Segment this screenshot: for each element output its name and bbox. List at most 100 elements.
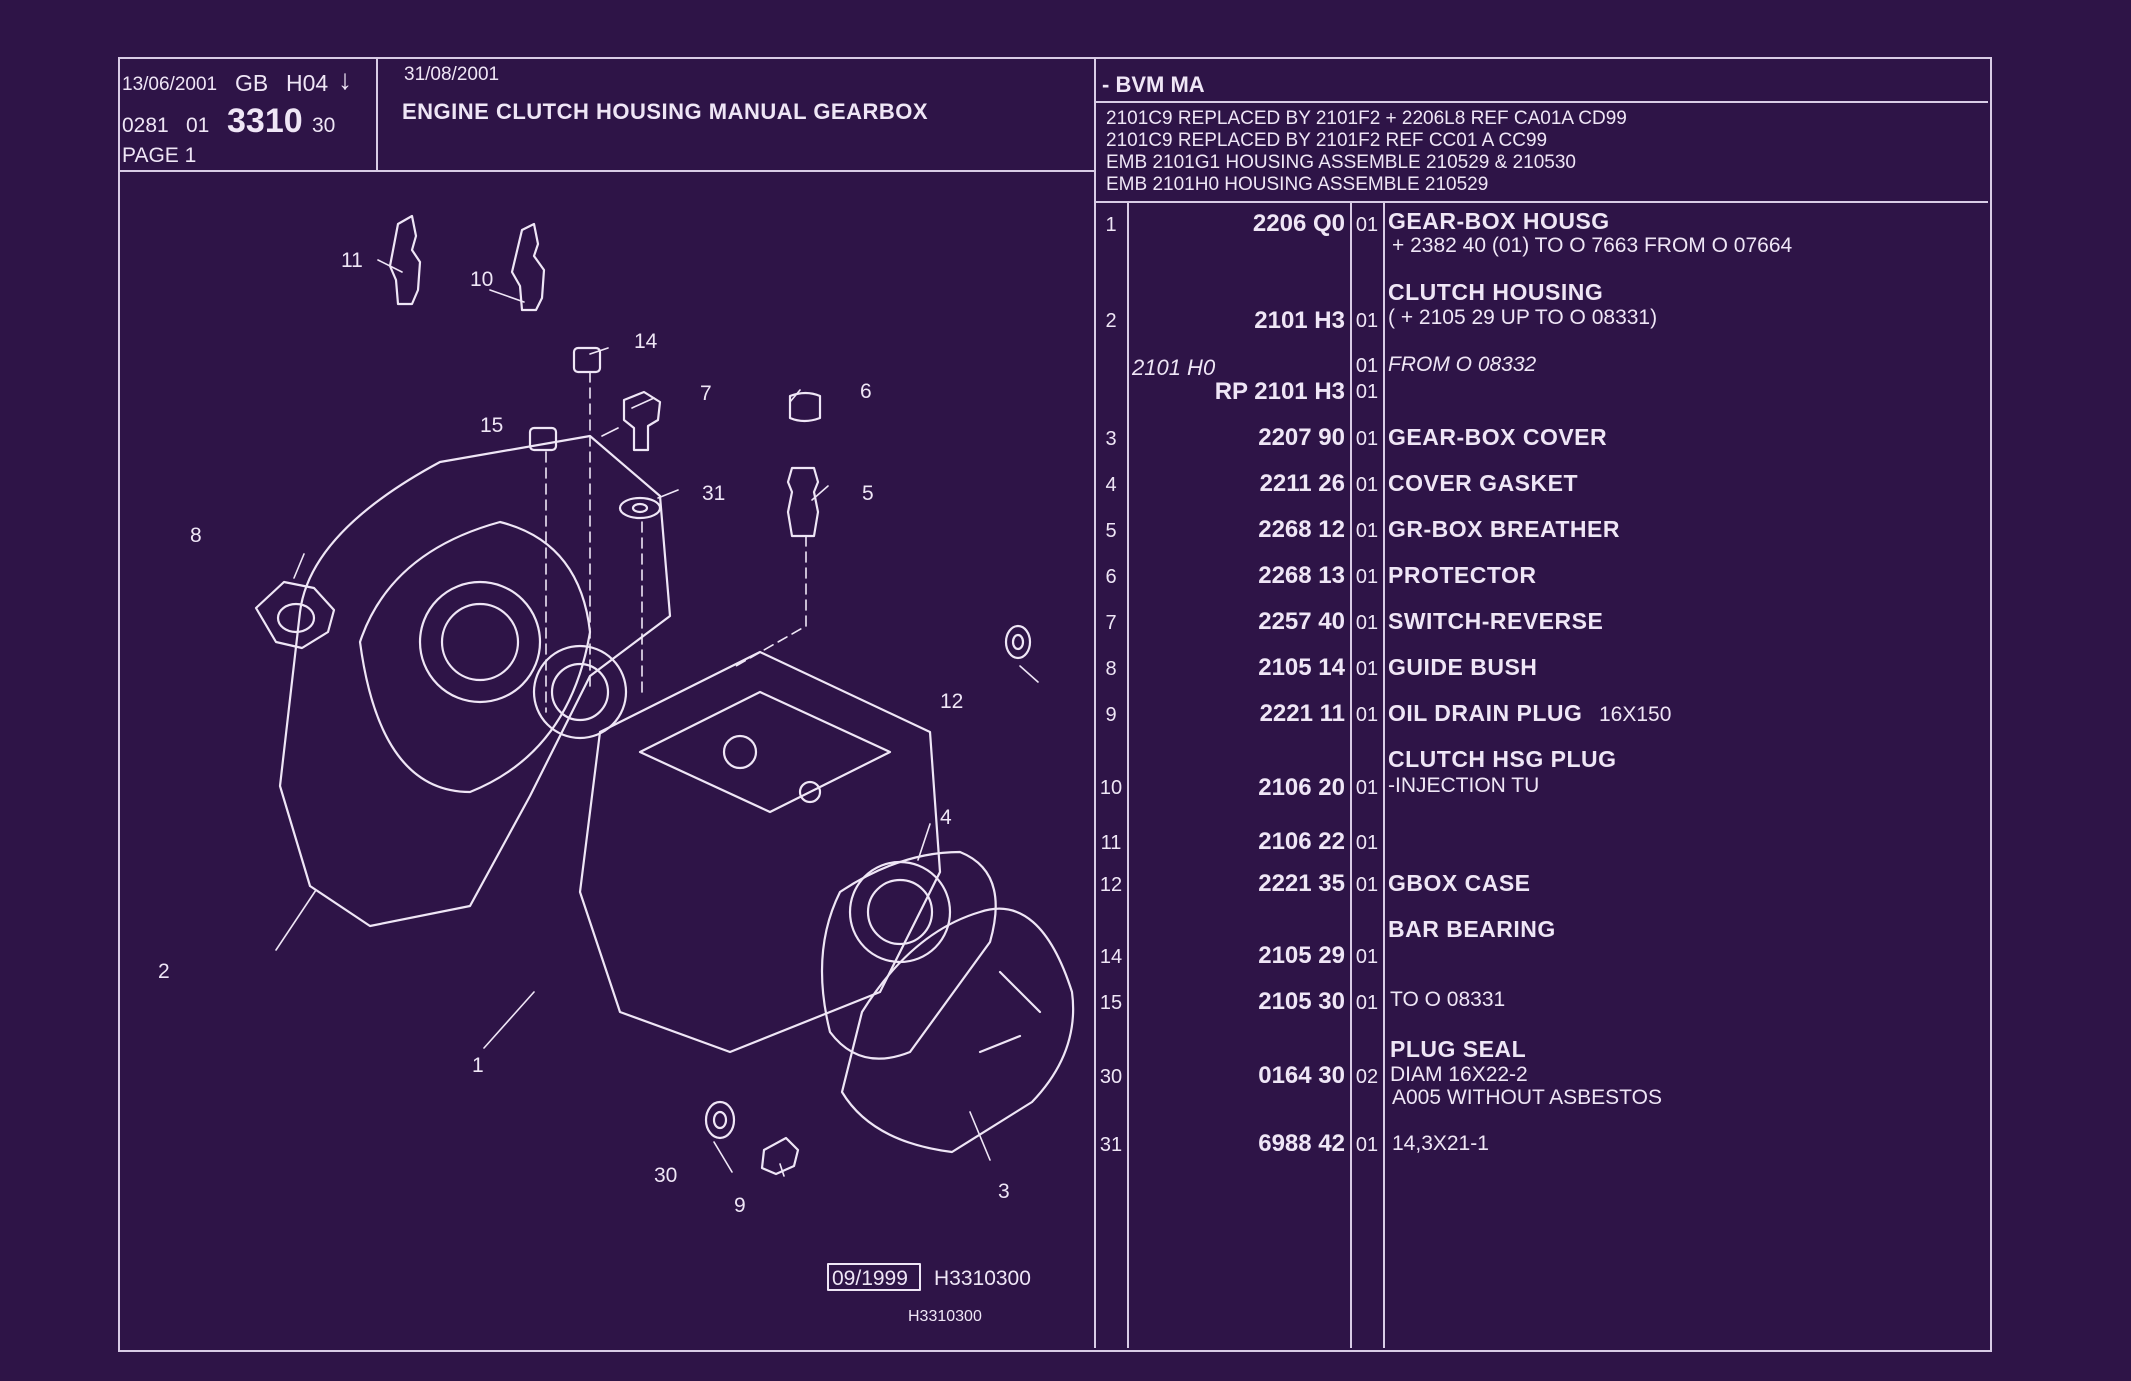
part-number: 11 (1100, 832, 1122, 854)
part-reference: 2206 Q0 (1252, 210, 1345, 237)
part-detail: -INJECTION TU (1388, 774, 1540, 797)
part-reference: 2105 14 (1258, 654, 1345, 681)
bar-bearing-14 (572, 346, 602, 374)
part-number: 14 (1099, 946, 1123, 968)
part-reference: 2106 22 (1258, 828, 1345, 855)
part-detail: 14,3X21-1 (1392, 1132, 1489, 1155)
part-number: 12 (1099, 874, 1123, 896)
part-title: PROTECTOR (1388, 562, 1537, 588)
table-col-qty-divider (1383, 201, 1385, 1348)
table-col-ref-divider (1350, 201, 1352, 1348)
callout-6: 6 (860, 380, 872, 403)
part-quantity: 01 (1355, 381, 1379, 403)
part-title: CLUTCH HOUSING (1388, 279, 1604, 305)
callout-14: 14 (634, 330, 658, 353)
part-quantity: 02 (1355, 1066, 1379, 1088)
part-title: COVER GASKET (1388, 470, 1579, 496)
part-title: GEAR-BOX HOUSG (1388, 208, 1610, 234)
part-quantity: 01 (1355, 520, 1379, 542)
part-number: 6 (1105, 566, 1117, 588)
clutch-hsg-plug-10 (510, 222, 546, 312)
note-line: 2101C9 REPLACED BY 2101F2 REF CC01 A CC9… (1106, 130, 1548, 151)
down-arrow-icon: ↓ (338, 64, 352, 95)
part-reference: 2221 35 (1258, 870, 1345, 897)
callout-9: 9 (734, 1194, 746, 1217)
note-line: EMB 2101G1 HOUSING ASSEMBLE 210529 & 210… (1106, 152, 1576, 173)
header-column-divider (376, 57, 378, 172)
callout-4: 4 (940, 806, 952, 829)
part-title: CLUTCH HSG PLUG (1388, 746, 1617, 772)
part-number: 4 (1105, 474, 1117, 496)
sheet-column-divider (1094, 57, 1096, 1348)
part-reference: 2105 29 (1258, 942, 1345, 969)
part-quantity: 01 (1355, 474, 1379, 496)
part-quantity: 01 (1355, 566, 1379, 588)
callout-15: 15 (480, 414, 504, 437)
part-reference: 2268 13 (1258, 562, 1345, 589)
part-title: OIL DRAIN PLUG (1388, 700, 1583, 726)
part-detail: DIAM 16X22-2 (1390, 1063, 1528, 1086)
header-date1: 13/06/2001 (122, 74, 218, 95)
clutch-hsg-plug-11 (388, 214, 422, 306)
part-number: 3 (1105, 428, 1117, 450)
stamp-reference: H3310300 (934, 1267, 1031, 1290)
part-number: 31 (1099, 1134, 1123, 1156)
callout-1: 1 (472, 1054, 484, 1077)
part-number: 7 (1105, 612, 1117, 634)
gbox-case-bearing-12 (1004, 624, 1032, 660)
gearbox-housing-1 (578, 650, 942, 1054)
plug-seal-30 (704, 1100, 736, 1140)
callout-2: 2 (158, 960, 170, 983)
part-quantity: 01 (1355, 310, 1379, 332)
part-reference: 2268 12 (1258, 516, 1345, 543)
header-code-prefix: 0281 (122, 114, 169, 137)
part-number: 8 (1105, 658, 1117, 680)
header-divider (118, 170, 1095, 172)
note-line: EMB 2101H0 HOUSING ASSEMBLE 210529 (1106, 174, 1489, 195)
part-title: GR-BOX BREATHER (1388, 516, 1620, 542)
exploded-gearbox-diagram (254, 214, 1075, 1291)
part-reference: 0164 30 (1258, 1062, 1345, 1089)
part-quantity: 01 (1355, 658, 1379, 680)
callout-3: 3 (998, 1180, 1010, 1203)
header-code-main: 3310 (227, 102, 303, 140)
part-number: 2 (1105, 310, 1117, 332)
stamp-reference-small: H3310300 (908, 1308, 982, 1325)
callout-5: 5 (862, 482, 874, 505)
part-quantity: 01 (1355, 874, 1379, 896)
notes-divider (1094, 101, 1988, 103)
callout-8: 8 (190, 524, 202, 547)
part-detail: ( + 2105 29 UP TO O 08331) (1388, 306, 1658, 329)
callout-31: 31 (702, 482, 726, 505)
model-label: - BVM MA (1102, 72, 1205, 97)
part-quantity: 01 (1355, 612, 1379, 634)
part-reference: 6988 42 (1258, 1130, 1345, 1157)
part-title: SWITCH-REVERSE (1388, 608, 1604, 634)
part-number: 1 (1105, 214, 1117, 236)
header-page-label: PAGE 1 (122, 144, 197, 167)
breather-5 (786, 466, 820, 538)
part-number: 15 (1099, 992, 1123, 1014)
part-detail: + 2382 40 (01) TO O 7663 FROM O 07664 (1392, 234, 1793, 257)
plug-seal-31 (618, 496, 662, 520)
stamp-box (827, 1263, 921, 1291)
callout-7: 7 (700, 382, 712, 405)
header-date2: 31/08/2001 (404, 64, 500, 85)
drain-plug-9 (760, 1136, 800, 1176)
part-reference: 2101 H3 (1254, 307, 1345, 334)
part-detail: TO O 08331 (1390, 988, 1506, 1011)
protector-6 (788, 391, 822, 423)
part-quantity: 01 (1355, 832, 1379, 854)
part-reference: 2106 20 (1258, 774, 1345, 801)
part-detail: FROM O 08332 (1388, 353, 1537, 376)
callout-11: 11 (341, 249, 363, 272)
part-quantity: 01 (1355, 428, 1379, 450)
parts-sheet-frame (118, 57, 1992, 1352)
part-reference-alt: 2101 H0 (1132, 355, 1216, 380)
part-title: BAR BEARING (1388, 916, 1556, 942)
part-reference: 2221 11 (1259, 700, 1345, 727)
part-reference: 2105 30 (1258, 988, 1345, 1015)
part-title: PLUG SEAL (1390, 1036, 1527, 1062)
part-reference: 2207 90 (1258, 424, 1345, 451)
header-code-sub: 01 (186, 114, 210, 137)
